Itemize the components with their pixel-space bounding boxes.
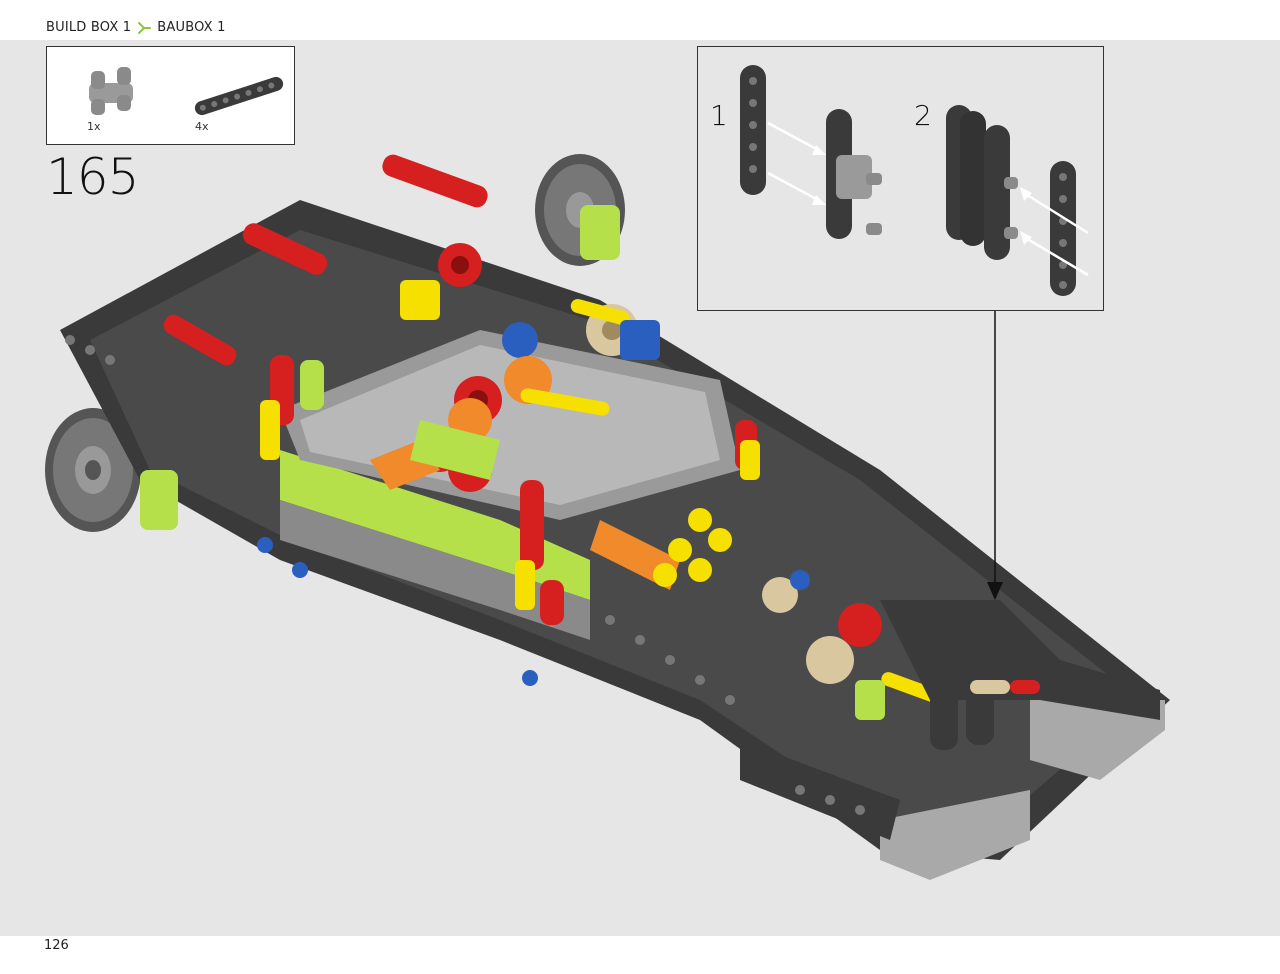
red-arm-upper	[242, 223, 328, 275]
part-qty: 4x	[195, 120, 209, 133]
baubox-label: BAUBOX 1	[157, 20, 226, 35]
step-number: 165	[46, 148, 139, 206]
breadcrumb: BUILD BOX 1 BAUBOX 1	[46, 20, 226, 35]
substep-label: 2	[914, 99, 932, 132]
yellow-axle	[520, 388, 610, 416]
new-beam-left	[930, 620, 958, 750]
substep-2-diagram	[946, 105, 1089, 296]
build-box-label: BUILD BOX 1	[46, 20, 132, 35]
subassembly-callout: 1 2	[697, 46, 1104, 311]
substep-1-diagram	[740, 65, 882, 239]
lime-side-panel	[280, 450, 590, 600]
front-frame-arms	[740, 600, 1165, 880]
substep-label: 1	[710, 99, 728, 132]
green-y-connector-icon	[138, 21, 152, 34]
page-footer	[0, 936, 1280, 974]
page-header	[0, 0, 1280, 40]
parts-list-box: 1x 4x	[46, 46, 295, 145]
part-qty: 1x	[87, 120, 101, 133]
page-number: 126	[44, 938, 69, 953]
new-beam-right	[966, 605, 994, 745]
left-wheel-hub	[45, 408, 141, 532]
callout-arrow-head	[987, 582, 1003, 600]
axle-joiner-part-icon	[89, 67, 133, 115]
liftarm-beam-part-icon	[194, 76, 284, 116]
